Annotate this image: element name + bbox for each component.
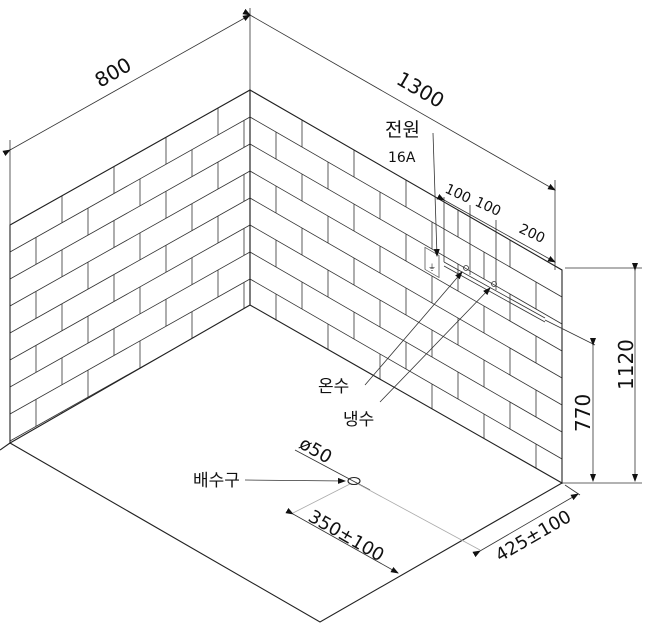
brick-joint xyxy=(250,305,562,483)
brick-joint xyxy=(10,197,250,334)
brick-joint xyxy=(250,278,562,460)
drain: ø50 배수구 350±100 425±100 xyxy=(193,433,581,574)
drain-arrow xyxy=(244,477,346,484)
dimension-800: 800 xyxy=(2,8,251,225)
svg-text:⏚: ⏚ xyxy=(428,263,436,272)
dimension-heights: 1120 770 xyxy=(544,263,642,484)
power-arrow xyxy=(432,132,440,257)
brick-joint xyxy=(10,143,250,280)
hot-water-arrow xyxy=(364,271,463,386)
drain-icon xyxy=(347,476,361,486)
drain-offset-a-label: 350±100 xyxy=(305,506,388,566)
brick-joint xyxy=(250,116,562,298)
brick-joint xyxy=(10,278,250,415)
cold-water-inlet-icon xyxy=(491,281,497,287)
brick-joint xyxy=(10,332,250,443)
dimension-770-label: 770 xyxy=(571,394,595,432)
cold-water-label: 냉수 xyxy=(343,410,374,430)
power-rating-label: 16A xyxy=(388,150,416,166)
hot-water-label: 온수 xyxy=(318,377,349,397)
brick-joint xyxy=(10,224,250,361)
drain-label: 배수구 xyxy=(193,471,240,491)
dimension-1120-label: 1120 xyxy=(614,339,638,390)
power-label: 전원 xyxy=(385,119,420,141)
brick-joint xyxy=(10,251,250,388)
brick-joint xyxy=(250,224,562,406)
dimension-800-label: 800 xyxy=(91,52,136,92)
pipe-spacing-guides: 100 100 200 xyxy=(436,181,556,323)
drain-offset-b-label: 425±100 xyxy=(492,506,575,566)
drain-diameter-label: ø50 xyxy=(296,433,336,468)
spacing-2-label: 100 xyxy=(472,194,503,220)
cold-water-arrow xyxy=(379,287,491,403)
dimension-1300-label: 1300 xyxy=(393,67,449,113)
brick-joint xyxy=(10,170,250,307)
brick-joint xyxy=(10,116,250,253)
brick-joint xyxy=(250,170,562,352)
hot-water-inlet-icon xyxy=(463,265,469,271)
